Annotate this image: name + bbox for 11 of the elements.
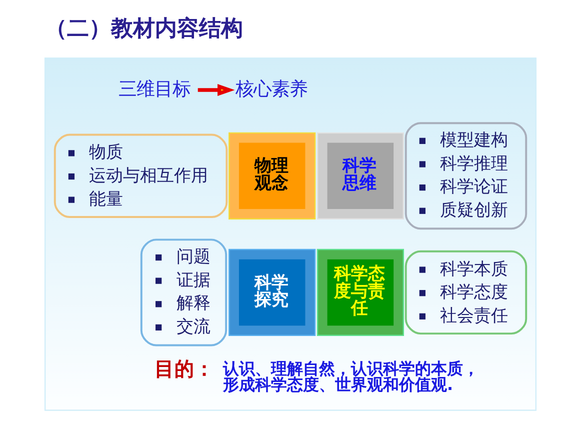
cluster [44,56,536,410]
node-box: 问题 证据 解释 交流 [140,238,227,346]
arrow [197,83,234,96]
node-box: 科学本质 科学态度 社会责任 [404,250,527,334]
node-box: 物质 运动与相互作用 能量 [53,133,228,218]
node-text: 核心素养 [234,78,307,100]
diagram-title: （二）教材内容结构 [44,16,243,41]
node-text: 三维目标 [118,78,190,100]
label: 目的： [154,357,214,380]
node-box: 模型建构 科学推理 科学论证 质疑创新 [404,122,527,230]
label: 认识、理解自然，认识科学的本质，形成科学态度、世界观和价值观. [222,358,479,394]
